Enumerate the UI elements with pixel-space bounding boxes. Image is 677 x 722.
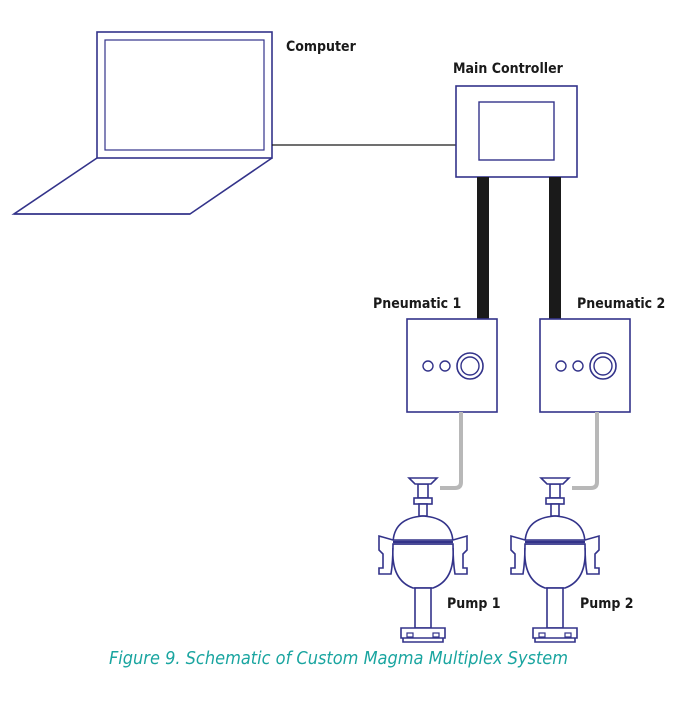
- air-line-1: [440, 412, 463, 490]
- cable-1: [477, 177, 489, 319]
- pump-1-label: Pump 1: [447, 596, 501, 612]
- computer-label: Computer: [286, 39, 356, 55]
- pneumatic-icon: [539, 318, 631, 413]
- main-controller-label: Main Controller: [453, 61, 563, 77]
- laptop-icon: [11, 31, 273, 215]
- pump-icon: [509, 476, 601, 644]
- pneumatic-2-label: Pneumatic 2: [577, 296, 666, 312]
- pump-2-label: Pump 2: [580, 596, 634, 612]
- cable-2: [549, 177, 561, 319]
- pneumatic-1-label: Pneumatic 1: [373, 296, 462, 312]
- figure-caption: Figure 9. Schematic of Custom Magma Mult…: [108, 648, 569, 669]
- controller-icon: [455, 85, 578, 178]
- air-line-2: [572, 412, 599, 490]
- pump-icon: [377, 476, 469, 644]
- pneumatic-icon: [406, 318, 498, 413]
